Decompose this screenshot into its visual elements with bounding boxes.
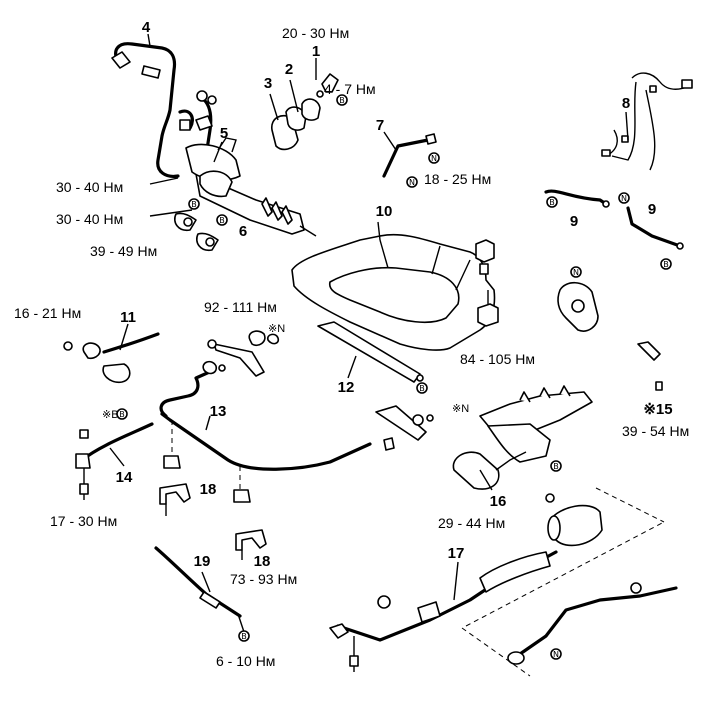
part-number-6: 6 [239, 223, 247, 240]
part-number-16: 16 [490, 493, 507, 510]
part-number-9: 9 [570, 213, 578, 230]
part-number-14: 14 [116, 469, 133, 486]
part-number-7: 7 [376, 117, 384, 134]
svg-text:B: B [241, 632, 247, 641]
marker-b: B [550, 460, 562, 472]
torque-label: 6 - 10 Нм [216, 653, 275, 669]
torque-label: 92 - 111 Нм [204, 299, 277, 315]
svg-text:N: N [409, 178, 415, 187]
rack-mount-brackets [174, 212, 219, 252]
stabilizer-link-14 [75, 422, 154, 500]
marker-n: N [550, 648, 562, 660]
upper-arm-assembly [202, 330, 280, 377]
part-number-9: 9 [648, 201, 656, 218]
marker-b: B [546, 196, 558, 208]
torque-label: 39 - 54 Нм [622, 423, 689, 439]
part-number-4: 4 [142, 19, 151, 36]
svg-text:B: B [191, 200, 197, 209]
torque-label: 73 - 93 Нм [230, 571, 297, 587]
part-number-18: 18 [200, 481, 217, 498]
part-number-5: 5 [220, 125, 228, 142]
star-n-marker: ※N [268, 323, 285, 335]
leader-lines [109, 33, 629, 601]
brace-12 [317, 321, 424, 383]
bracket-7 [382, 133, 437, 178]
marker-circles: B N N B B B N B N B B B B N [116, 94, 672, 660]
marker-b: B [660, 258, 672, 270]
steering-knuckle [557, 281, 599, 332]
svg-text:B: B [553, 462, 559, 471]
torque-label: 4 - 7 Нм [324, 81, 376, 97]
exhaust-system-17 [329, 487, 678, 677]
svg-text:B: B [219, 216, 225, 225]
svg-text:B: B [419, 384, 425, 393]
marker-n: N [618, 192, 630, 204]
torque-label: 20 - 30 Нм [282, 25, 349, 41]
torque-label: 29 - 44 Нм [438, 515, 505, 531]
steering-rack [185, 137, 317, 237]
marker-b: B [188, 198, 200, 210]
part-number-10: 10 [376, 203, 393, 220]
part-number-13: 13 [210, 403, 227, 420]
svg-text:N: N [553, 650, 559, 659]
part-number-12: 12 [338, 379, 355, 396]
svg-text:N: N [573, 268, 579, 277]
torque-label: 30 - 40 Нм [56, 179, 123, 195]
svg-text:N: N [621, 194, 627, 203]
stabilizer-bar [159, 368, 372, 503]
torque-label: 16 - 21 Нм [14, 305, 81, 321]
cable-19 [154, 546, 245, 633]
lower-link-11 [63, 332, 160, 384]
marker-n: N [406, 176, 418, 188]
marker-n: N [428, 152, 440, 164]
column-parts [271, 73, 339, 151]
torque-label: 39 - 49 Нм [90, 243, 157, 259]
part-number-15: ※15 [643, 401, 672, 418]
part-number-17: 17 [448, 545, 465, 562]
part-number-2: 2 [285, 61, 293, 78]
marker-b: B [336, 94, 348, 106]
ball-joint-15 [637, 341, 663, 391]
torque-label: 30 - 40 Нм [56, 211, 123, 227]
torque-label: 17 - 30 Нм [50, 513, 117, 529]
part-number-11: 11 [120, 309, 136, 326]
bar-brackets-18 [159, 483, 267, 560]
marker-b: B [238, 630, 250, 642]
part-number-18: 18 [254, 553, 271, 570]
svg-text:B: B [663, 260, 669, 269]
torque-label: 18 - 25 Нм [424, 171, 491, 187]
star-n-marker: ※N [452, 403, 469, 415]
part-number-19: 19 [194, 553, 211, 570]
svg-text:N: N [431, 154, 437, 163]
subframe [291, 233, 499, 351]
leader-5 [213, 141, 223, 163]
drive-shaft-16 [452, 385, 593, 490]
marker-b: B [216, 214, 228, 226]
marker-n: N [570, 266, 582, 278]
part-number-1: 1 [312, 43, 320, 60]
tie-rod-link [375, 405, 434, 451]
star-b-marker: ※B [102, 409, 119, 421]
svg-text:B: B [549, 198, 555, 207]
power-steering-hose [111, 42, 217, 178]
svg-text:B: B [339, 96, 345, 105]
marker-b: B [116, 408, 128, 420]
marker-b: B [416, 382, 428, 394]
part-number-3: 3 [264, 75, 272, 92]
wiring-harness [601, 72, 693, 171]
part-number-8: 8 [622, 95, 630, 112]
svg-text:B: B [119, 410, 125, 419]
torque-label: 84 - 105 Нм [460, 351, 535, 367]
stabilizer-rods [544, 189, 684, 250]
